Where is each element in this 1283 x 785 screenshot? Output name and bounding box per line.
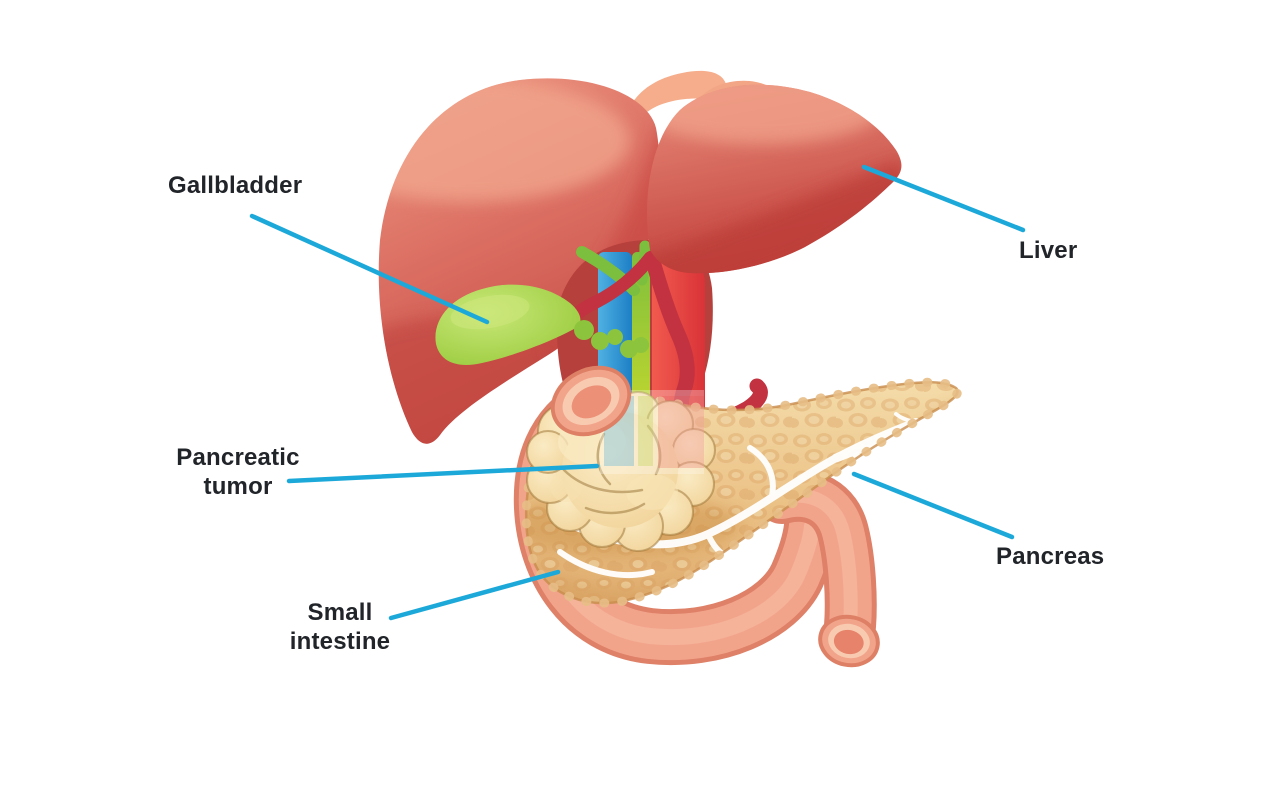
duodenum-opening-top [550,365,632,437]
pancreatic-tumor-label: Pancreatic tumor [148,444,328,502]
leader-lines [249,164,1026,621]
pancreatic-tumor-label-line1: Pancreatic [176,444,300,471]
gallbladder-illustration [435,284,649,365]
gallbladder-leader-line [249,213,490,325]
pancreas-label: Pancreas [996,543,1105,570]
pancreas-leader-line [851,471,1015,540]
translucent-vessels-overlay [600,390,704,474]
cystic-duct-illustration [574,320,649,358]
liver-left-lobe-illustration [647,84,902,274]
gallbladder-label: Gallbladder [168,172,303,199]
liver-label: Liver [1019,237,1078,264]
jejunum-cut-end [818,614,880,668]
small-intestine-leader-line [388,569,561,621]
small-intestine-label-line1: Small [307,599,373,626]
pancreatic-tumor-label-line2: tumor [203,472,273,500]
small-intestine-label: Small intestine [256,599,424,657]
pancreatic-tumor-leader-line [286,463,600,484]
small-intestine-label-line2: intestine [289,627,391,655]
liver-leader-line [861,164,1026,233]
